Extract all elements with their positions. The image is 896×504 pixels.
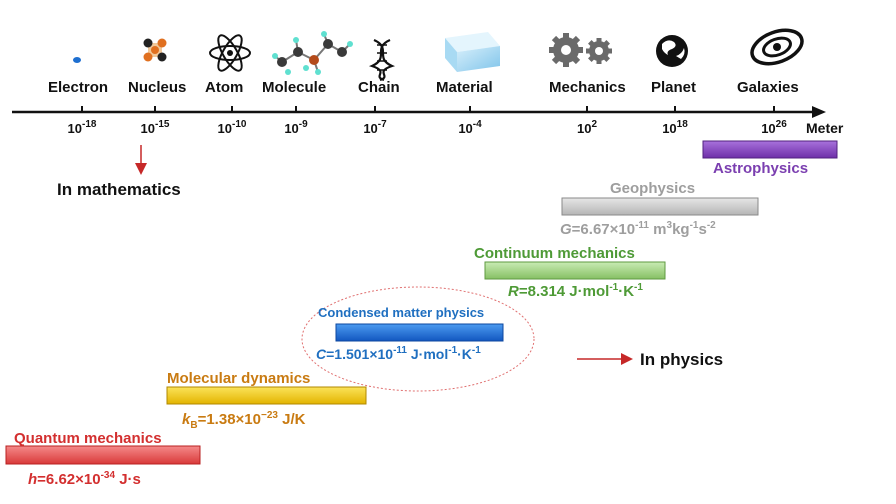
condensed-matter-highlight: [301, 286, 535, 392]
scale-label-mechanics: Mechanics: [549, 79, 626, 96]
axis-tick-label: 10-10: [218, 119, 247, 136]
bar-condensed-matter-physics: [335, 323, 504, 342]
physics-note: In physics: [640, 350, 723, 369]
axis-tick-label: 102: [577, 119, 597, 136]
scale-label-chain: Chain: [358, 79, 400, 96]
axis-tick-label: 10-4: [458, 119, 482, 136]
constant-gas: R=8.314 J·mol-1·K-1: [508, 282, 643, 300]
field-name-molecular: Molecular dynamics: [167, 370, 310, 387]
atom-icon: [209, 34, 251, 72]
molecule-icon: [272, 31, 353, 75]
scale-label-electron: Electron: [48, 79, 108, 96]
scale-label-molecule: Molecule: [262, 79, 326, 96]
field-name-quantum: Quantum mechanics: [14, 430, 162, 447]
bar-continuum-mechanics: [484, 261, 666, 280]
scale-label-material: Material: [436, 79, 493, 96]
constant-planck: h=6.62×10-34 J·s: [28, 470, 141, 488]
scale-label-galaxies: Galaxies: [737, 79, 799, 96]
material-cube-icon: [445, 32, 500, 72]
constant-condensed: C=1.501×10-11 J·mol-1·K-1: [316, 345, 481, 362]
axis-tick-labels: 10-18 10-15 10-10 10-9 10-7 10-4 102 1018 1026: [68, 119, 788, 136]
bar-quantum-mechanics: [5, 445, 201, 465]
axis-tick-label: 10-15: [141, 119, 170, 136]
field-name-astrophysics: Astrophysics: [713, 160, 808, 177]
axis-arrowhead-icon: [812, 106, 826, 118]
mathematics-note: In mathematics: [57, 180, 181, 199]
nucleus-icon: [143, 38, 167, 62]
field-name-geophysics: Geophysics: [610, 180, 695, 197]
axis-ticks: [81, 106, 775, 112]
dna-chain-icon: [368, 38, 396, 82]
bar-geophysics: [561, 197, 759, 216]
axis-tick-label: 1018: [662, 119, 688, 136]
axis-tick-label: 10-9: [284, 119, 308, 136]
axis-tick-label: 10-7: [363, 119, 387, 136]
field-name-continuum: Continuum mechanics: [474, 245, 635, 262]
scale-label-planet: Planet: [651, 79, 696, 96]
electron-icon: [73, 57, 81, 63]
axis-tick-label: 1026: [761, 119, 787, 136]
scale-label-nucleus: Nucleus: [128, 79, 186, 96]
scale-label-atom: Atom: [205, 79, 243, 96]
field-name-condensed: Condensed matter physics: [318, 305, 484, 320]
axis-tick-label: 10-18: [68, 119, 97, 136]
constant-gravitational: G=6.67×10-11 m3kg-1s-2: [560, 220, 716, 238]
bar-molecular-dynamics: [166, 386, 367, 405]
gears-icon: [549, 33, 612, 67]
bar-astrophysics: [702, 140, 838, 159]
axis-unit-label: Meter: [806, 120, 844, 136]
galaxy-icon: [750, 28, 804, 66]
globe-icon: [656, 35, 688, 67]
constant-boltzmann: kB=1.38×10−23 J/K: [182, 410, 306, 431]
